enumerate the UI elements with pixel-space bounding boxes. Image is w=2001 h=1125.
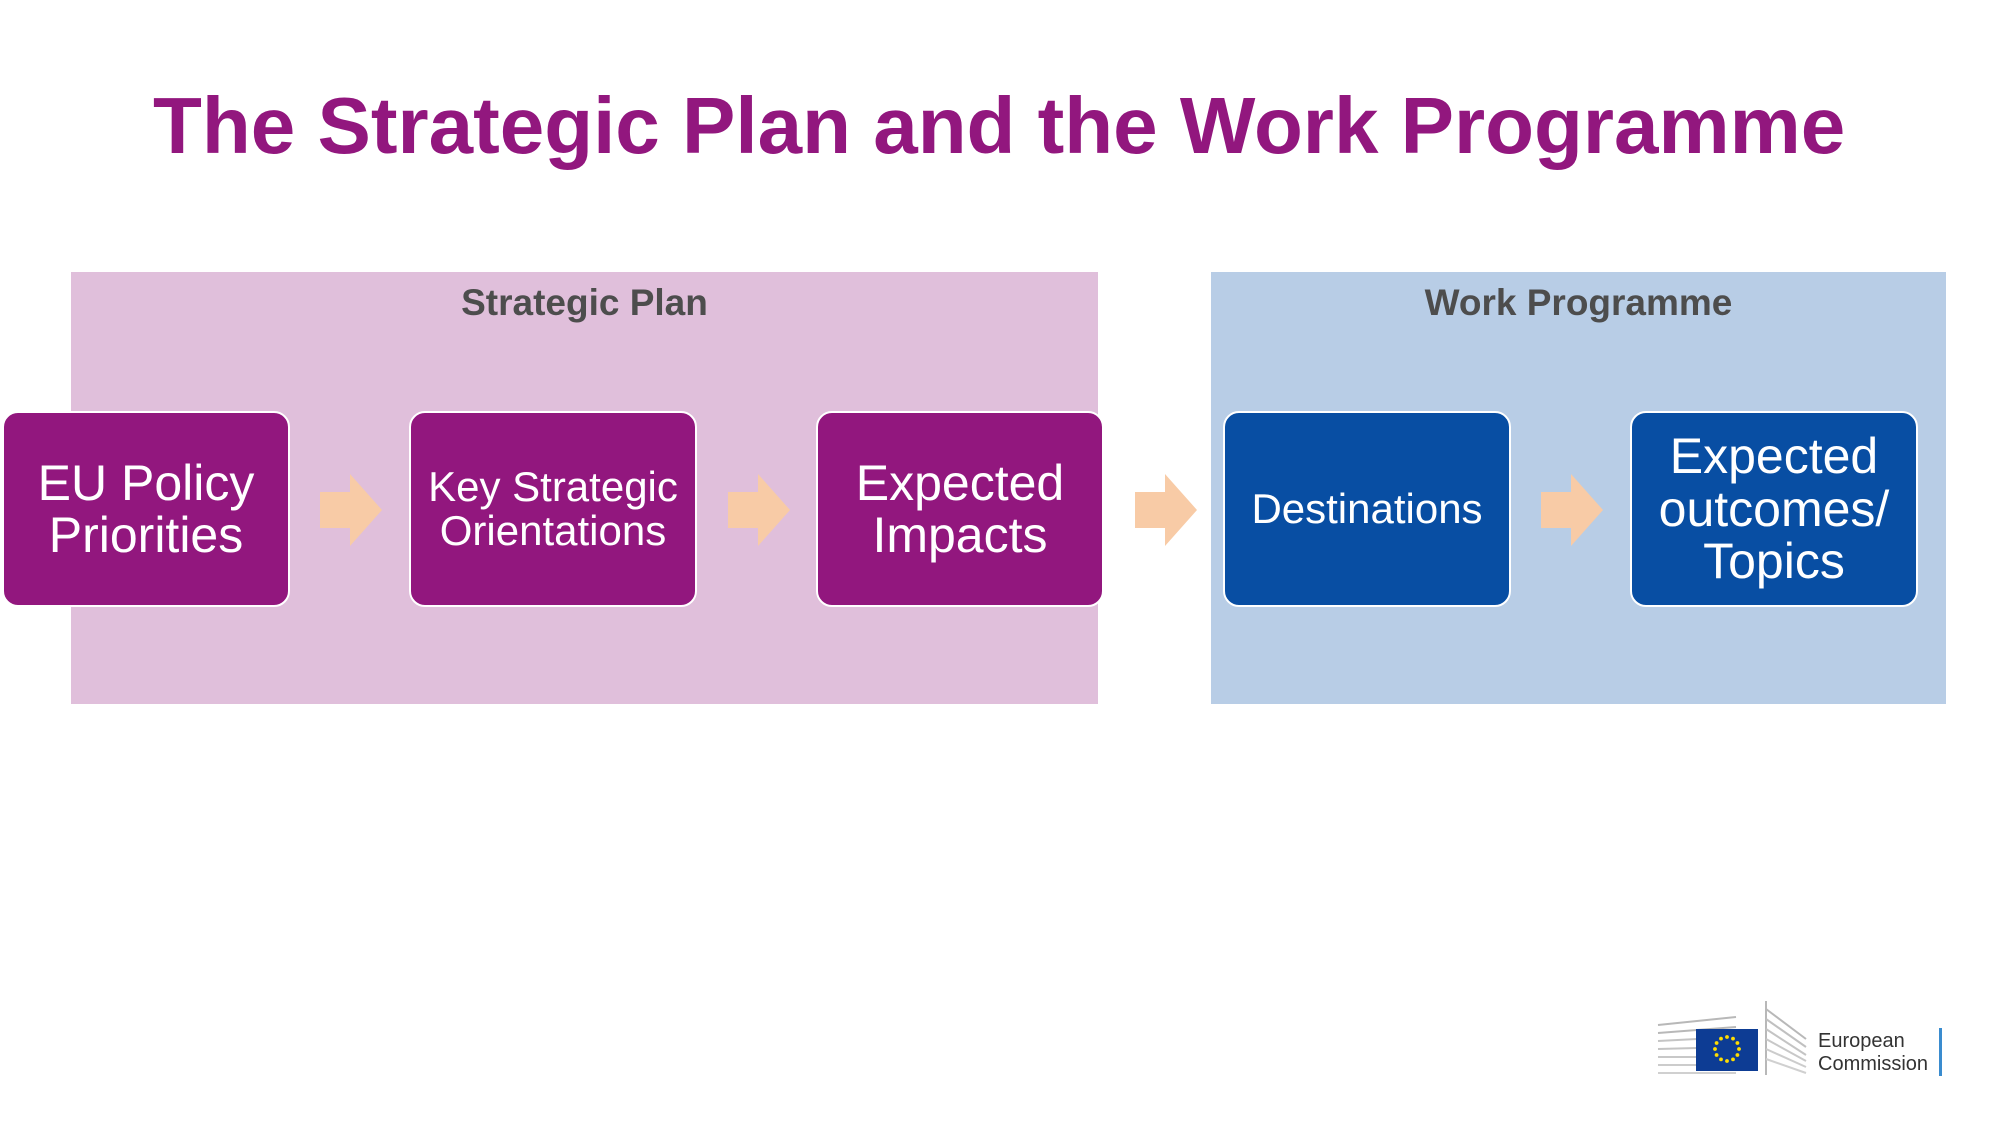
european-commission-logo <box>1657 1001 1807 1075</box>
box-line: outcomes/ <box>1658 480 1890 537</box>
logo-text: European Commission <box>1818 1030 1928 1076</box>
box-expected-impacts: Expected Impacts <box>816 411 1104 607</box>
work-programme-label: Work Programme <box>1424 282 1733 323</box>
arrow-right-icon <box>1135 474 1197 546</box>
arrow-right-icon <box>728 474 790 546</box>
logo-text-european: European <box>1818 1030 1905 1052</box>
arrow-right-icon <box>320 474 382 546</box>
page-title: The Strategic Plan and the Work Programm… <box>153 81 1846 170</box>
box-line: Impacts <box>872 507 1048 563</box>
logo-text-commission: Commission <box>1818 1053 1929 1075</box>
eu-flag-icon <box>1696 1029 1758 1071</box>
strategic-plan-label: Strategic Plan <box>461 282 708 323</box>
box-line: Orientations <box>439 507 667 554</box>
box-expected-outcomes-topics: Expected outcomes/ Topics <box>1630 411 1918 607</box>
box-line: Destinations <box>1251 484 1483 532</box>
box-line: Priorities <box>48 507 244 563</box>
box-line: Expected <box>855 454 1065 511</box>
logo-divider <box>1939 1028 1942 1076</box>
box-destinations: Destinations <box>1223 411 1511 607</box>
box-line: Topics <box>1703 533 1845 590</box>
box-line: Expected <box>1669 428 1879 485</box>
box-key-strategic-orientations: Key Strategic Orientations <box>409 411 697 607</box>
box-line: Key Strategic <box>428 462 678 510</box>
box-eu-policy-priorities: EU Policy Priorities <box>2 411 290 607</box>
box-line: EU Policy <box>37 454 255 511</box>
arrow-right-icon <box>1541 474 1603 546</box>
